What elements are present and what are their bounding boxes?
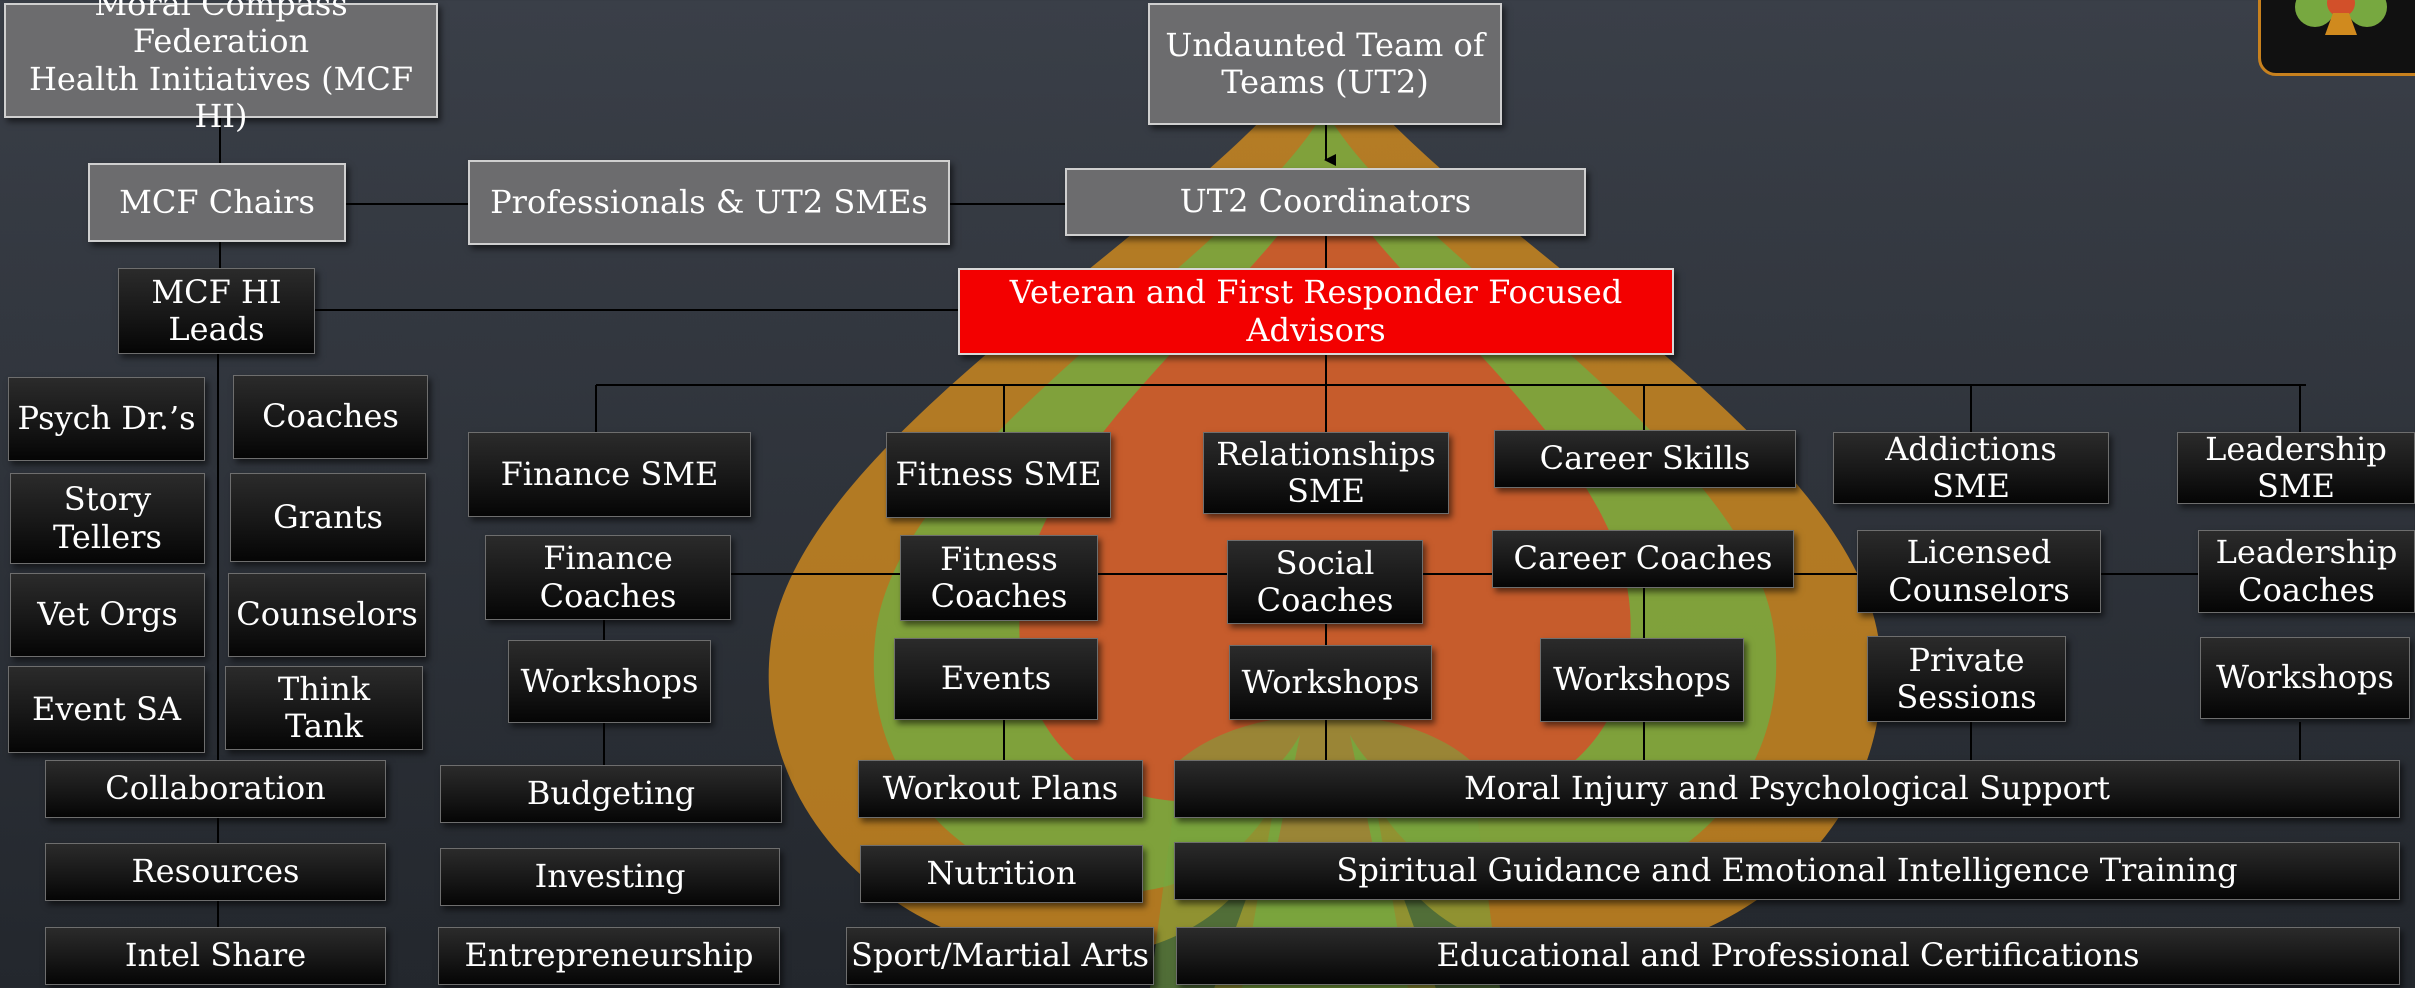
leadership-workshops-box: Workshops — [2200, 637, 2410, 719]
counselors-box: Counselors — [228, 573, 426, 657]
fitness-sme-label: Fitness SME — [895, 455, 1102, 494]
fitness-coaches-label: Fitness Coaches — [930, 539, 1068, 615]
career-skills-label: Career Skills — [1539, 439, 1751, 478]
intel-share-label: Intel Share — [124, 936, 307, 975]
collaboration-box: Collaboration — [45, 760, 386, 818]
relationships-sme-label: Relationships SME — [1216, 434, 1436, 510]
think-tank-box: Think Tank — [225, 666, 423, 750]
ut2-label: Undaunted Team of Teams (UT2) — [1165, 25, 1485, 101]
mcf-chairs-box: MCF Chairs — [88, 163, 346, 242]
leadership-coaches-label: Leadership Coaches — [2215, 533, 2398, 609]
nutrition-box: Nutrition — [860, 845, 1143, 903]
counselors-label: Counselors — [236, 595, 418, 634]
mcf-hi-box: Moral Compass Federation Health Initiati… — [4, 0, 438, 134]
career-coaches-box: Career Coaches — [1492, 530, 1794, 588]
relationships-workshops-box: Workshops — [1229, 645, 1432, 720]
social-coaches-label: Social Coaches — [1256, 543, 1394, 619]
relationships-workshops-label: Workshops — [1241, 662, 1420, 701]
finance-coaches-box: Finance Coaches — [485, 535, 731, 620]
finance-workshops-box: Workshops — [508, 640, 711, 723]
story-tellers-label: Story Tellers — [53, 480, 162, 556]
career-coaches-label: Career Coaches — [1513, 539, 1773, 578]
private-sessions-box: Private Sessions — [1867, 636, 2066, 722]
spiritual-guidance-label: Spiritual Guidance and Emotional Intelli… — [1336, 851, 2238, 890]
moral-injury-box: Moral Injury and Psychological Support — [1174, 760, 2400, 818]
career-workshops-box: Workshops — [1540, 638, 1744, 722]
nutrition-label: Nutrition — [926, 854, 1077, 893]
ut2-coordinators-label: UT2 Coordinators — [1179, 182, 1472, 221]
certifications-label: Educational and Professional Certificati… — [1436, 936, 2140, 975]
professionals-box: Professionals & UT2 SMEs — [468, 160, 950, 245]
spiritual-guidance-box: Spiritual Guidance and Emotional Intelli… — [1174, 842, 2400, 900]
psych-box: Psych Dr.’s — [8, 377, 205, 461]
investing-box: Investing — [440, 848, 780, 906]
social-coaches-box: Social Coaches — [1227, 540, 1423, 624]
fitness-events-label: Events — [940, 659, 1052, 698]
think-tank-label: Think Tank — [277, 669, 371, 745]
licensed-counselors-label: Licensed Counselors — [1888, 533, 2070, 609]
career-skills-box: Career Skills — [1494, 430, 1796, 488]
spade-inner-layer — [1019, 170, 1631, 880]
career-workshops-label: Workshops — [1553, 660, 1731, 699]
resources-box: Resources — [45, 843, 386, 901]
mcf-hi-leads-label: MCF HI Leads — [151, 272, 282, 348]
workout-plans-label: Workout Plans — [882, 769, 1119, 808]
moral-injury-label: Moral Injury and Psychological Support — [1464, 769, 2110, 808]
workout-plans-box: Workout Plans — [858, 760, 1143, 818]
entrepreneurship-box: Entrepreneurship — [438, 927, 780, 985]
finance-workshops-label: Workshops — [520, 661, 699, 700]
fitness-sme-box: Fitness SME — [886, 432, 1111, 518]
private-sessions-label: Private Sessions — [1896, 640, 2037, 716]
grants-label: Grants — [273, 497, 383, 536]
licensed-counselors-box: Licensed Counselors — [1857, 530, 2101, 613]
coaches-label: Coaches — [262, 397, 399, 436]
leadership-sme-box: Leadership SME — [2177, 429, 2415, 505]
finance-sme-box: Finance SME — [468, 432, 751, 517]
budgeting-label: Budgeting — [526, 774, 696, 813]
event-sa-box: Event SA — [8, 666, 205, 753]
club-suit-icon — [2295, 0, 2387, 35]
addictions-sme-label: Addictions SME — [1885, 429, 2057, 505]
mcf-hi-leads-box: MCF HI Leads — [118, 268, 315, 354]
resources-label: Resources — [131, 852, 300, 891]
leadership-coaches-box: Leadership Coaches — [2198, 530, 2415, 613]
collaboration-label: Collaboration — [105, 769, 326, 808]
intel-share-box: Intel Share — [45, 927, 386, 985]
budgeting-box: Budgeting — [440, 765, 782, 823]
fitness-events-box: Events — [894, 638, 1098, 720]
grants-box: Grants — [230, 473, 426, 562]
mcf-hi-label: Moral Compass Federation Health Initiati… — [28, 0, 414, 135]
event-sa-label: Event SA — [31, 689, 182, 728]
mcf-chairs-label: MCF Chairs — [119, 182, 315, 221]
ut2-box: Undaunted Team of Teams (UT2) — [1148, 3, 1502, 125]
vet-orgs-label: Vet Orgs — [37, 595, 178, 634]
club-suit-logo — [2258, 0, 2415, 76]
investing-label: Investing — [534, 857, 686, 896]
professionals-label: Professionals & UT2 SMEs — [490, 182, 928, 221]
leadership-sme-label: Leadership SME — [2205, 429, 2387, 505]
sport-box: Sport/Martial Arts — [846, 927, 1154, 985]
vet-orgs-box: Vet Orgs — [10, 573, 205, 657]
finance-coaches-label: Finance Coaches — [539, 539, 677, 615]
fitness-coaches-box: Fitness Coaches — [900, 535, 1098, 621]
leadership-workshops-label: Workshops — [2216, 658, 2394, 697]
coaches-box: Coaches — [233, 375, 428, 459]
advisors-label: Veteran and First Responder Focused Advi… — [1009, 273, 1623, 349]
certifications-box: Educational and Professional Certificati… — [1176, 927, 2400, 985]
sport-label: Sport/Martial Arts — [850, 936, 1149, 975]
finance-sme-label: Finance SME — [500, 454, 719, 493]
entrepreneurship-label: Entrepreneurship — [464, 936, 754, 975]
ut2-coordinators-box: UT2 Coordinators — [1065, 168, 1586, 236]
psych-label: Psych Dr.’s — [17, 399, 196, 438]
addictions-sme-box: Addictions SME — [1833, 429, 2109, 505]
story-tellers-box: Story Tellers — [10, 473, 205, 564]
relationships-sme-box: Relationships SME — [1203, 432, 1449, 514]
advisors-box: Veteran and First Responder Focused Advi… — [958, 268, 1674, 355]
